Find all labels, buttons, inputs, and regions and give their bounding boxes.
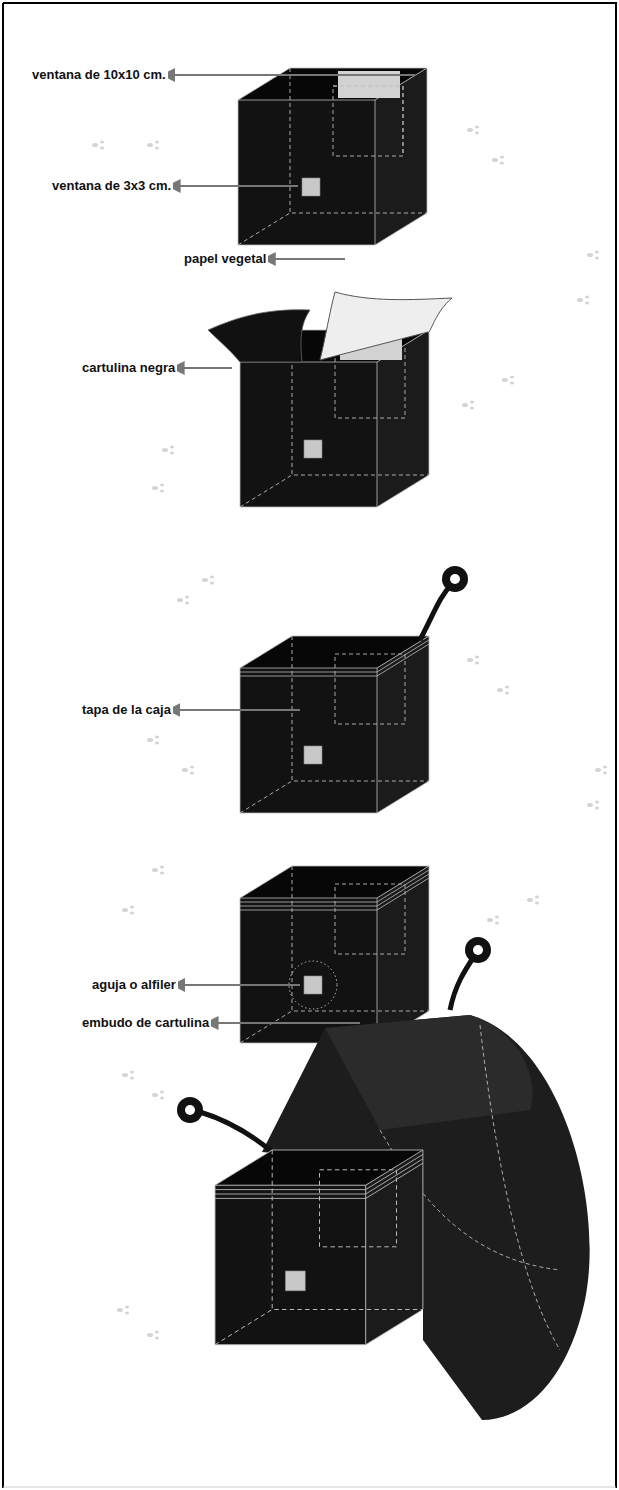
part-label: tapa de la caja [80, 702, 173, 718]
part-label: aguja o alfiler [90, 977, 178, 993]
part-label: embudo de cartulina [80, 1015, 211, 1031]
leader-arrow [179, 185, 298, 187]
leader-arrow [174, 74, 415, 76]
part-label: papel vegetal [182, 251, 268, 267]
part-label: ventana de 10x10 cm. [30, 67, 168, 83]
leader-arrow [184, 984, 300, 986]
part-label: cartulina negra [80, 360, 177, 376]
leader-arrow [217, 1022, 360, 1024]
part-label: ventana de 3x3 cm. [50, 178, 173, 194]
leader-arrow [179, 709, 300, 711]
leader-arrow [183, 367, 232, 369]
leader-arrow [274, 258, 345, 260]
